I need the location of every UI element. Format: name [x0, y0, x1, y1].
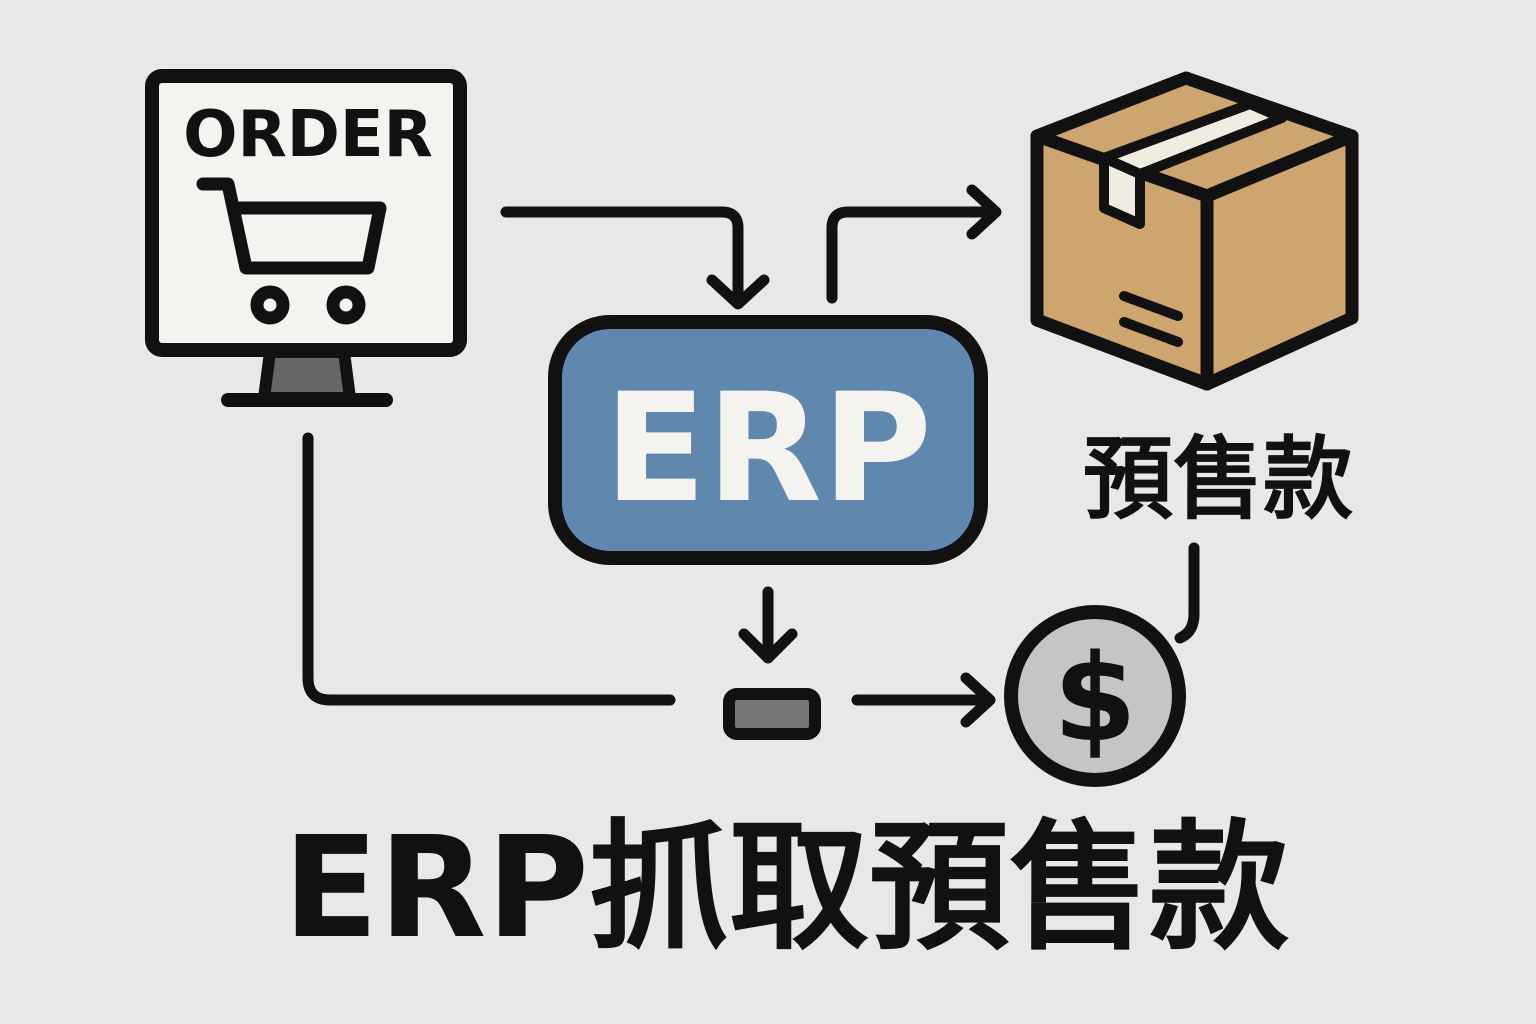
erp-node: ERP: [548, 315, 988, 565]
dollar-symbol: $: [1053, 630, 1137, 769]
edge-order-to-erp: [500, 206, 744, 306]
arrowhead-erp-package: [966, 184, 1002, 240]
card-reader-icon: [723, 688, 821, 740]
arrowhead-order-erp: [706, 274, 770, 310]
arrowhead-erp-card: [738, 628, 798, 664]
shopping-cart-icon: [196, 177, 387, 325]
dollar-coin-icon: $: [1004, 605, 1186, 787]
package-box-icon: [1030, 71, 1359, 391]
order-label: ORDER: [183, 98, 433, 172]
order-monitor-node: ORDER: [145, 69, 467, 407]
arrowhead-card-coin: [960, 672, 996, 728]
edge-order-to-card: [302, 432, 676, 706]
presale-label: 預售款: [1083, 427, 1353, 532]
erp-box: [548, 315, 988, 565]
edge-erp-to-package: [826, 206, 998, 304]
erp-label: ERP: [604, 362, 932, 536]
monitor-stand: [258, 346, 356, 404]
edge-package-to-coin: [1174, 542, 1200, 644]
diagram-title: ERP抓取預售款: [283, 807, 1289, 970]
